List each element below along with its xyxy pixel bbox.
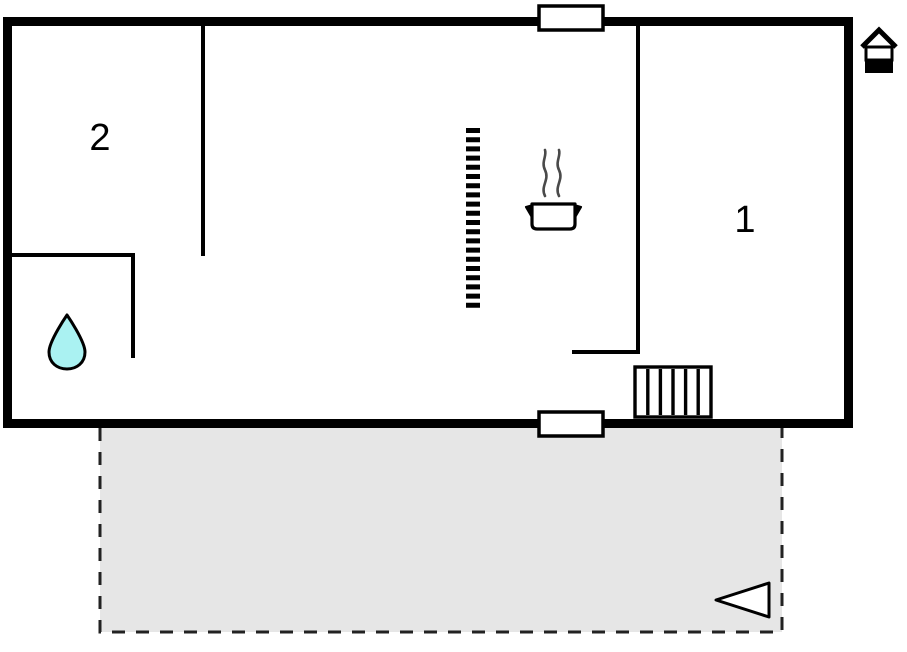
building-interior-fill <box>5 19 851 424</box>
wall-bottom-right <box>603 419 853 428</box>
window-top-frame[interactable] <box>537 4 605 32</box>
stairs-direction-icon <box>714 581 771 619</box>
opening-window-bottom[interactable] <box>537 410 605 438</box>
steam-wisp-right <box>556 148 562 198</box>
house-north-icon <box>860 26 898 73</box>
water-drop-icon <box>47 313 87 371</box>
wall-right <box>844 17 853 428</box>
water-drop-shape <box>47 313 87 371</box>
cooking-pot-icon <box>524 148 583 231</box>
terrace-dashed-outline <box>98 428 784 634</box>
room-label-2: 2 <box>89 117 110 159</box>
wall-bathroom-top <box>7 253 135 257</box>
room-label-1: 1 <box>734 199 755 241</box>
house-window-band <box>864 45 894 62</box>
wall-left <box>3 17 12 428</box>
direction-triangle <box>714 581 771 619</box>
radiator-icon <box>633 365 713 419</box>
terrace-area <box>98 428 784 634</box>
steam-wisp-left <box>542 148 548 198</box>
wall-room1-left <box>636 22 640 353</box>
interior-walls <box>7 22 640 358</box>
opening-window-top[interactable] <box>537 4 605 32</box>
wall-room2-right <box>201 22 205 256</box>
house-roof <box>860 26 898 49</box>
terrace-fill <box>100 428 782 632</box>
outer-walls <box>3 17 853 428</box>
pot-body <box>530 202 577 231</box>
wall-top-right <box>603 17 853 26</box>
wall-bathroom-right <box>131 253 135 358</box>
wall-top-left <box>3 17 539 26</box>
wall-room1-stub <box>572 350 640 354</box>
house-base <box>865 59 893 73</box>
window-bottom-frame[interactable] <box>537 410 605 438</box>
wall-bottom-left <box>3 419 539 428</box>
